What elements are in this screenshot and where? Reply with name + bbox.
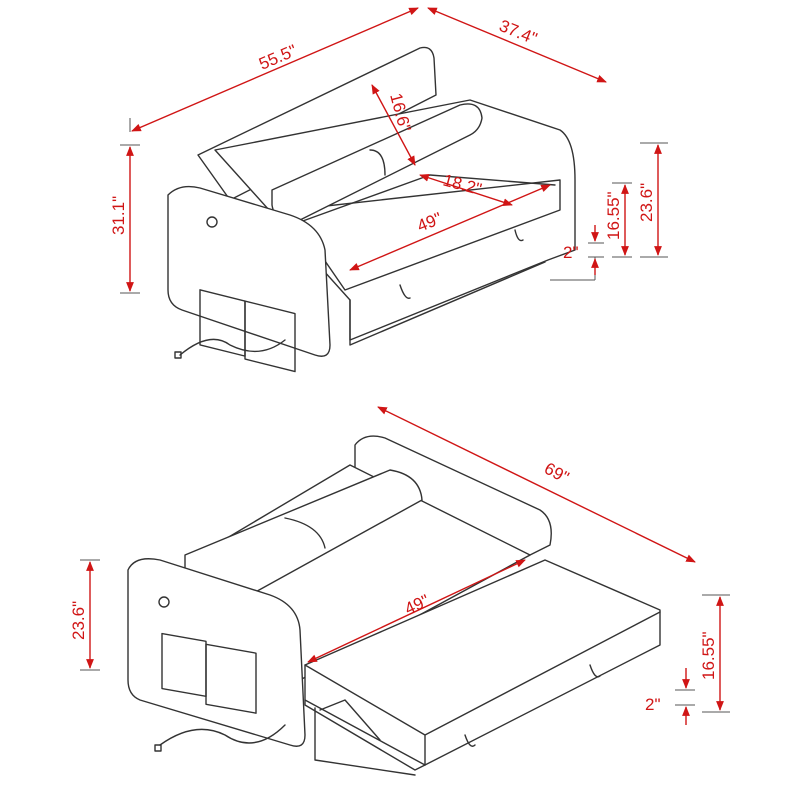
dim-bed-arm-height: 23.6" <box>69 601 88 640</box>
dim-bed-leg-height: 2" <box>645 695 661 714</box>
dim-arm-height: 23.6" <box>637 183 656 222</box>
dim-bed-length: 69" <box>541 459 572 487</box>
dim-leg-height: 2" <box>563 243 579 262</box>
sofa-bed-drawing <box>127 435 661 776</box>
sofa-drawing <box>167 46 576 373</box>
dim-depth: 37.4" <box>497 16 540 48</box>
dim-bed-height: 16.55" <box>699 631 718 680</box>
dim-total-height: 31.1" <box>109 196 128 235</box>
dim-seat-height: 16.55" <box>604 191 623 240</box>
